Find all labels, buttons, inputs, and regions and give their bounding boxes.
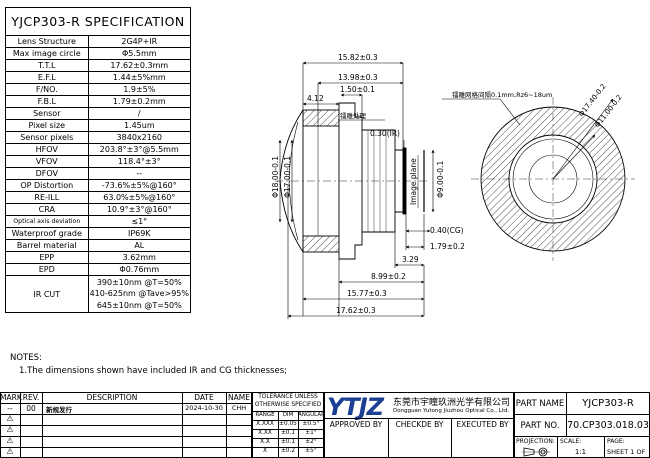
tolerance-title-line: OTHERWISE SPECIFIED	[254, 402, 322, 408]
dim-label: 13.98±0.3	[338, 73, 378, 82]
tolerance-title: TOLERANCE UNLESS OTHERWISE SPECIFIED	[252, 393, 324, 409]
rev-date: 2024-10-30	[185, 404, 223, 412]
dim-label: 4.12	[307, 94, 324, 103]
warning-triangle-icon: ⚠	[6, 425, 14, 434]
spec-label: IR CUT	[5, 275, 89, 313]
tol-cell: ±0.05	[279, 421, 297, 427]
dim-label: Φ9.00-0.1	[436, 161, 445, 198]
notes-heading: NOTES:	[10, 353, 42, 363]
dimension-lines	[278, 61, 521, 319]
checked-by: CHECKDE BY	[395, 420, 444, 429]
lens-front-view	[471, 97, 635, 261]
spec-title: YJCP303-R SPECIFICATION	[5, 7, 191, 36]
tol-cell: ±0.5°	[302, 421, 320, 427]
company-name-cn: 东莞市宇瞳玖洲光学有限公司	[393, 398, 511, 408]
rev-header-name: NAME	[228, 393, 250, 402]
executed-by: EXECUTED BY	[456, 420, 509, 429]
part-no-label: PART NO.	[520, 421, 560, 431]
rev-header-date: DATE	[194, 393, 214, 402]
warning-triangle-icon: ⚠	[6, 436, 14, 445]
rev-header-desc: DESCRIPTION	[86, 393, 138, 402]
ircut-line: 645±10nm @T=50%	[96, 300, 182, 310]
lens-drawing: 15.82±0.3 13.98±0.3 4.12 1.50±0.1 镭雕处理 0…	[271, 53, 635, 319]
warning-triangle-icon: ⚠	[6, 414, 14, 423]
dim-label: 0.40(CG)	[430, 226, 464, 235]
page-label: PAGE:	[607, 438, 625, 445]
dim-label: 17.62±0.3	[336, 306, 376, 315]
spec-row: Optical axis deviation≤1°	[5, 215, 192, 228]
annotation-label: 镭雕处理	[340, 111, 367, 120]
title-block: MARK REV. DESCRIPTION DATE NAME -- 00 新规…	[0, 392, 650, 458]
part-no: 70.CP303.018.03	[567, 420, 649, 431]
dim-label: Φ18.00-0.1	[271, 156, 280, 198]
rev-header-mark: MARK	[0, 393, 22, 402]
page-value: SHEET 1 OF	[607, 448, 646, 456]
tol-cell: ±0.1	[280, 430, 296, 436]
approved-by: APPROVED BY	[329, 420, 383, 429]
part-name: YJCP303-R	[582, 398, 634, 409]
projection-label: PROJECTION:	[516, 438, 555, 445]
ircut-line: 390±10nm @T=50%	[96, 277, 182, 287]
dim-label: 15.82±0.3	[338, 53, 378, 62]
rev-name: CHH	[231, 404, 247, 412]
tol-cell: ±1°	[305, 430, 317, 436]
scale-label: SCALE:	[560, 438, 582, 445]
rev-number: 00	[26, 404, 36, 413]
tol-header: DIM	[282, 412, 294, 418]
dim-label: 15.77±0.3	[347, 289, 387, 298]
tol-cell: X.XX	[258, 430, 272, 436]
tol-cell: ±0.1	[280, 439, 296, 445]
part-name-label: PART NAME	[515, 399, 565, 409]
dim-label: Φ17.00-0.1	[283, 156, 292, 198]
ircut-line: 410-625nm @Tave>95%	[89, 289, 189, 299]
tolerance-title-line: TOLERANCE UNLESS	[258, 394, 318, 400]
scale-value: 1:1	[574, 448, 587, 456]
rev-mark: --	[7, 404, 13, 413]
dim-label: 3.29	[402, 255, 419, 264]
notes: NOTES: 1.The dimensions shown have inclu…	[10, 352, 287, 378]
tol-cell: X.XXX	[256, 421, 274, 427]
image-plane-label: Image plane	[409, 158, 418, 205]
dim-label: 1.50±0.1	[340, 85, 375, 94]
tol-cell: ±2°	[305, 439, 317, 445]
warning-triangle-icon: ⚠	[6, 447, 14, 456]
tol-header: ANGULAR	[298, 412, 325, 418]
company-logo: YTJZ	[327, 393, 384, 421]
spec-row: OP Distortion-73.6%±5%@160°	[5, 179, 192, 192]
ircut-values: 390±10nm @T=50% 410-625nm @Tave>95% 645±…	[87, 275, 192, 313]
annotation-label: 镭雕网格间隔0.1mm,Rz6~18um	[452, 90, 552, 99]
dim-label: 1.79±0.2	[430, 242, 465, 251]
rev-header-rev: REV.	[22, 393, 40, 402]
spec-row-ircut: IR CUT 390±10nm @T=50% 410-625nm @Tave>9…	[5, 275, 192, 313]
tol-cell: X.X	[260, 439, 270, 445]
dimension-labels: 15.82±0.3 13.98±0.3 4.12 1.50±0.1 镭雕处理 0…	[271, 53, 465, 315]
rev-desc: 新规发行	[46, 406, 72, 414]
note-line: 1.The dimensions shown have included IR …	[19, 366, 287, 376]
dim-label: 0.30(IR)	[370, 129, 400, 138]
company-name-en: Dongguan Yutong Jiuzhou Optical Co., Ltd…	[393, 408, 510, 414]
tol-cell: ±0.2	[280, 448, 296, 454]
tol-cell: ±5°	[305, 448, 317, 454]
projection-symbol-icon	[522, 447, 550, 457]
tol-header: RANGE	[255, 412, 275, 418]
dim-label: 8.99±0.2	[371, 272, 406, 281]
tol-cell: X	[263, 448, 267, 454]
